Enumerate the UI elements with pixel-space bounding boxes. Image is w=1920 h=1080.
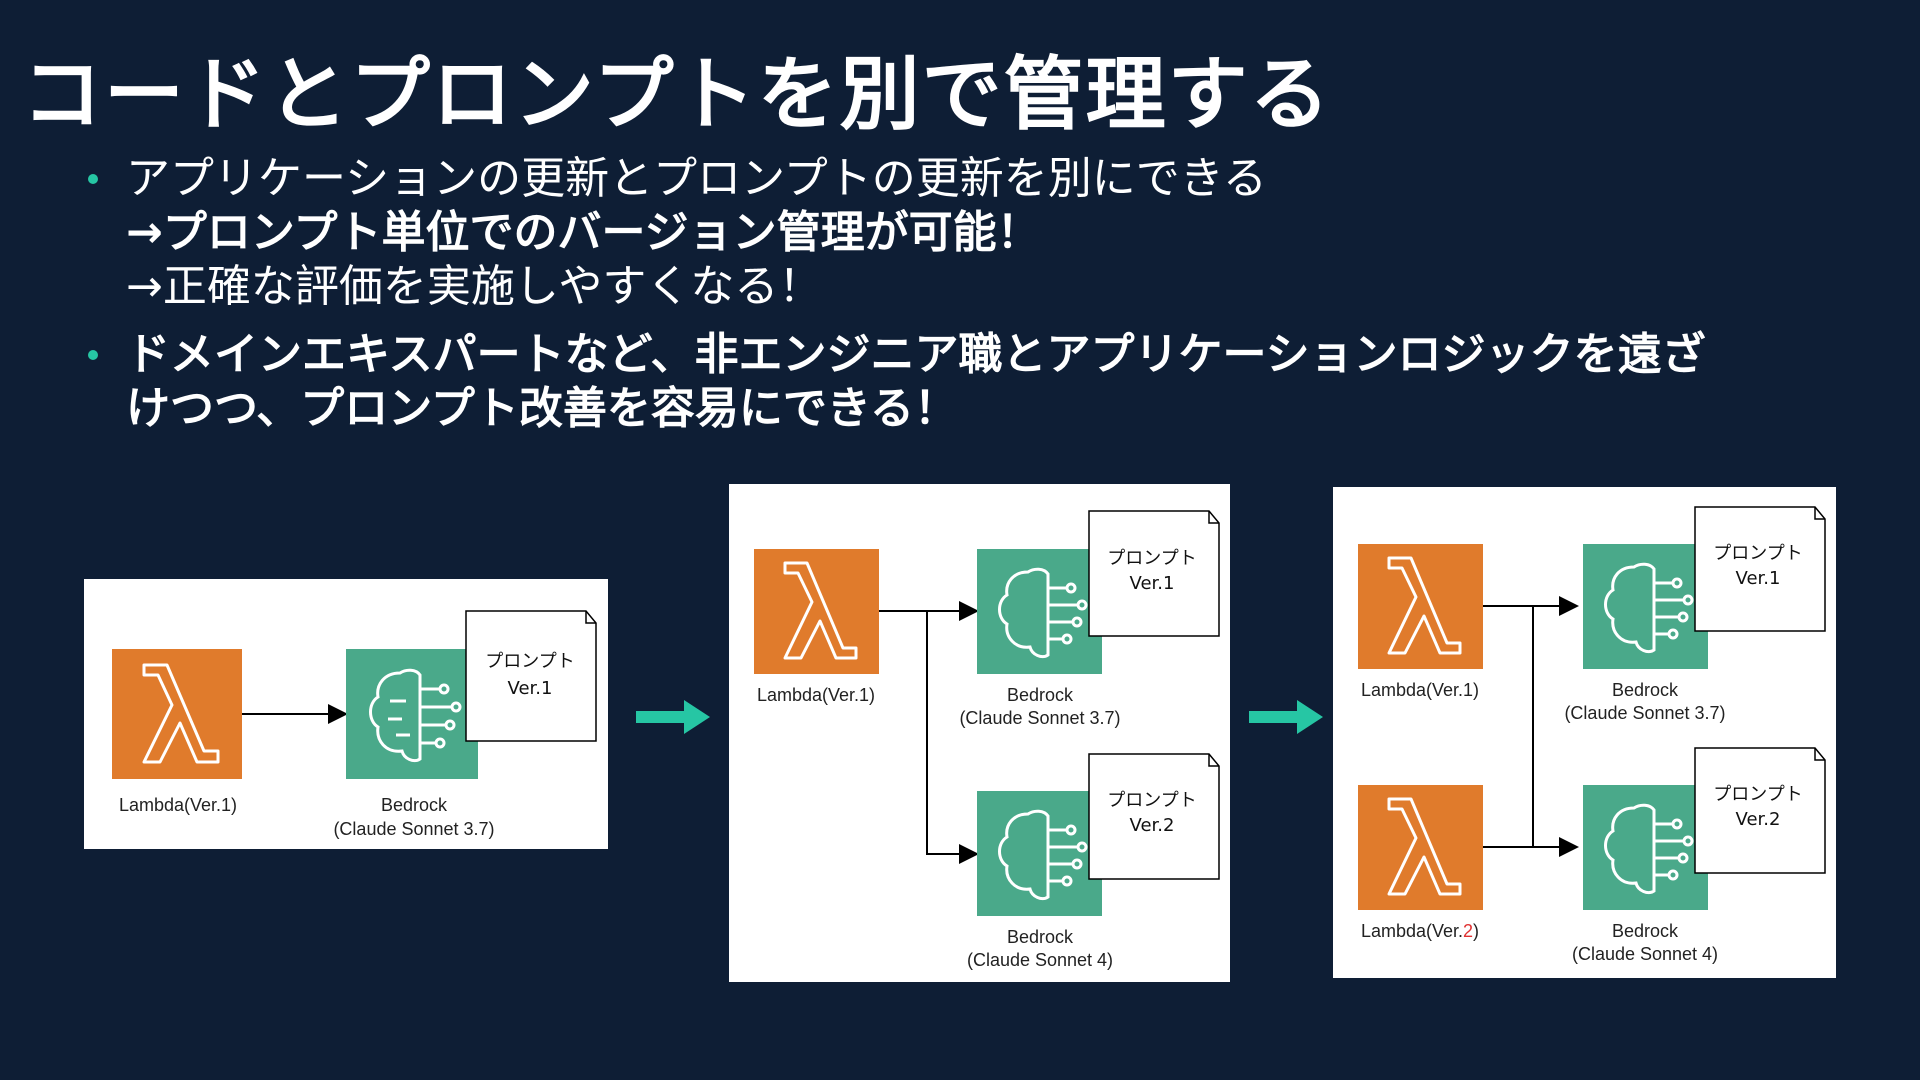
- lambda-label-prefix: Lambda(Ver.: [1361, 921, 1463, 941]
- prompt-document-icon: [1694, 506, 1826, 632]
- flow-arrow-icon: [636, 700, 710, 734]
- lambda-icon: [1358, 785, 1483, 910]
- lambda-version-highlight: 2: [1463, 921, 1473, 941]
- lambda-icon: [1358, 544, 1483, 669]
- bullet-list: アプリケーションの更新とプロンプトの更新を別にできる →プロンプト単位でのバージ…: [88, 152, 1868, 450]
- page-title: コードとプロンプトを別で管理する: [22, 48, 1332, 141]
- bullet-line: けつつ、プロンプト改善を容易にできる！: [126, 383, 959, 434]
- bedrock-model-label: (Claude Sonnet 3.7): [959, 708, 1120, 728]
- lambda-label: Lambda(Ver.2): [1361, 921, 1479, 941]
- bedrock-label: Bedrock: [1612, 921, 1679, 941]
- connector-arrow: [879, 610, 979, 864]
- bullet-item: アプリケーションの更新とプロンプトの更新を別にできる →プロンプト単位でのバージ…: [88, 152, 1868, 314]
- prompt-title: プロンプト: [485, 651, 574, 672]
- lambda-label: Lambda(Ver.1): [1361, 680, 1479, 700]
- diagram-panel-1: プロンプト Ver.1 Lambda(Ver.1) Bedrock (Claud…: [84, 579, 608, 849]
- prompt-version: Ver.1: [1736, 568, 1781, 589]
- bullet-dot-icon: [88, 350, 98, 360]
- lambda-label-suffix: ): [1473, 921, 1479, 941]
- prompt-title: プロンプト: [1107, 790, 1196, 811]
- lambda-icon: [112, 649, 242, 779]
- bedrock-icon: [977, 791, 1102, 916]
- bedrock-model-label: (Claude Sonnet 4): [967, 950, 1113, 970]
- bullet-line: →正確な評価を実施しやすくなる！: [126, 261, 823, 312]
- prompt-document-icon: [1088, 753, 1220, 880]
- lambda-label: Lambda(Ver.1): [757, 685, 875, 705]
- lambda-label: Lambda(Ver.1): [119, 795, 237, 815]
- prompt-document-icon: [1088, 510, 1220, 637]
- bedrock-model-label: (Claude Sonnet 4): [1572, 944, 1718, 964]
- prompt-title: プロンプト: [1107, 548, 1196, 569]
- bedrock-model-label: (Claude Sonnet 3.7): [1564, 703, 1725, 723]
- prompt-title: プロンプト: [1713, 784, 1802, 805]
- bedrock-label: Bedrock: [381, 795, 448, 815]
- bullet-line: アプリケーションの更新とプロンプトの更新を別にできる: [126, 153, 1267, 204]
- prompt-version: Ver.1: [508, 678, 553, 699]
- bullet-line: →プロンプト単位でのバージョン管理が可能！: [126, 207, 1041, 258]
- prompt-version: Ver.2: [1130, 815, 1175, 836]
- diagram-panel-2: プロンプト Ver.1 プロンプト Ver.2 Lambda(Ver.1) Be…: [729, 484, 1230, 982]
- prompt-version: Ver.2: [1736, 809, 1781, 830]
- prompt-document-icon: [1694, 747, 1826, 874]
- prompt-document-icon: [465, 610, 597, 742]
- diagram-panel-3: プロンプト Ver.1 プロンプト Ver.2 Lambda(Ver.1) La…: [1333, 487, 1836, 978]
- bedrock-icon: [1583, 544, 1708, 669]
- bedrock-label: Bedrock: [1007, 685, 1074, 705]
- bedrock-label: Bedrock: [1007, 927, 1074, 947]
- bullet-line: ドメインエキスパートなど、非エンジニア職とアプリケーションロジックを遠ざ: [126, 329, 1706, 380]
- bedrock-icon: [1583, 785, 1708, 910]
- bedrock-model-label: (Claude Sonnet 3.7): [333, 819, 494, 839]
- bedrock-label: Bedrock: [1612, 680, 1679, 700]
- bullet-item: ドメインエキスパートなど、非エンジニア職とアプリケーションロジックを遠ざ けつつ…: [88, 328, 1868, 436]
- flow-arrow-icon: [1249, 700, 1323, 734]
- prompt-title: プロンプト: [1713, 543, 1802, 564]
- bedrock-icon: [977, 549, 1102, 674]
- lambda-icon: [754, 549, 879, 674]
- prompt-version: Ver.1: [1130, 573, 1175, 594]
- bullet-dot-icon: [88, 174, 98, 184]
- bedrock-icon: [346, 649, 478, 779]
